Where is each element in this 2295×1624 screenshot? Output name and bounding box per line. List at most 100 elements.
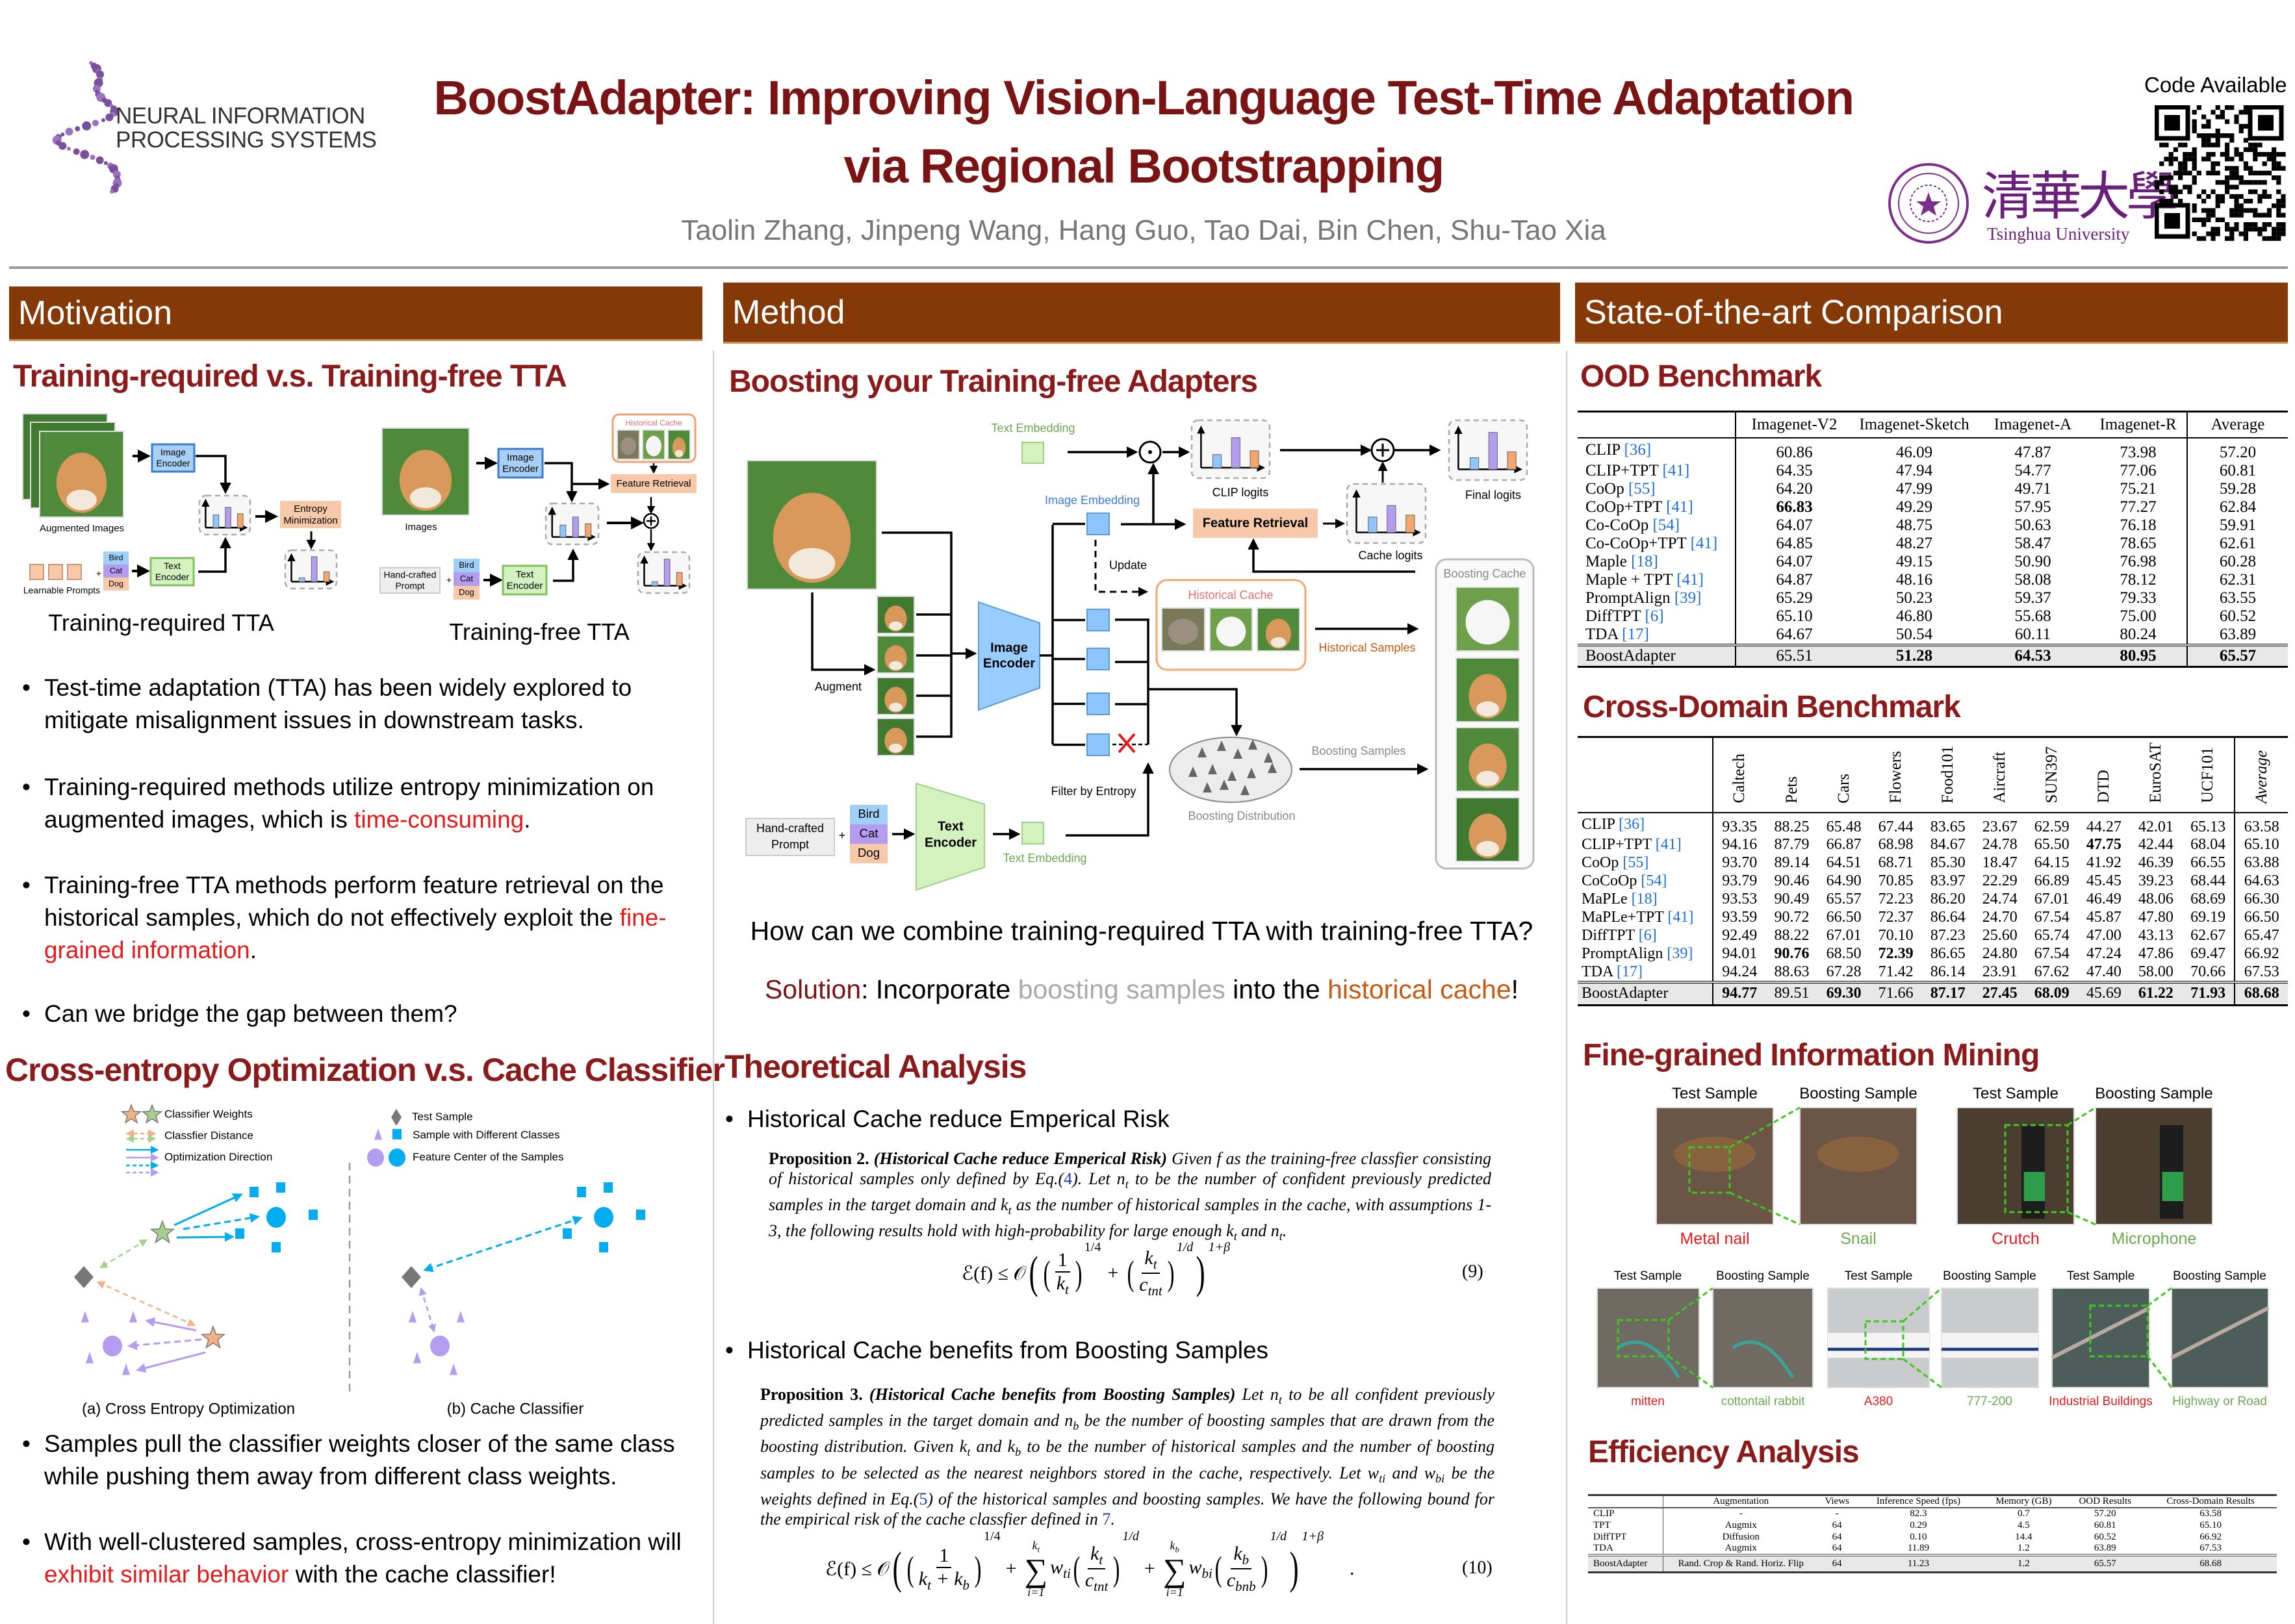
sample-triangle-icon (1203, 782, 1212, 793)
plus-icon (1376, 444, 1389, 457)
column-header: Memory (GB) (1995, 1496, 2052, 1506)
table-cell: 24.78 (1982, 836, 2018, 853)
citation-link[interactable]: [6] (1638, 927, 1657, 944)
citation-link[interactable]: [36] (1624, 440, 1652, 459)
feature-retrieval-label: Feature Retrieval (1203, 516, 1308, 530)
paren: ) (1112, 1549, 1120, 1588)
qr-module (2257, 142, 2263, 147)
qr-module (2192, 166, 2197, 171)
sum-symbol: ∑ (1162, 1552, 1186, 1589)
qr-module (2192, 231, 2197, 236)
citation-link[interactable]: [18] (1631, 891, 1658, 907)
qr-module (2257, 227, 2263, 232)
qr-module (2173, 189, 2178, 194)
citation-link[interactable]: [39] (1674, 589, 1702, 607)
theory-bullet: Historical Cache benefits from Boosting … (723, 1334, 1502, 1367)
citation-link[interactable]: [17] (1622, 625, 1649, 643)
road (2051, 1306, 2151, 1360)
citation-link[interactable]: [55] (1628, 479, 1656, 498)
qr-module (2168, 175, 2173, 181)
qr-module (2234, 212, 2239, 218)
zoom-region (2004, 1124, 2069, 1213)
column-header: Imagenet-A (1994, 415, 2072, 433)
logit-bar (651, 581, 658, 587)
qr-module (2215, 231, 2220, 236)
class-0 (103, 552, 129, 565)
citation-link[interactable]: [55] (1622, 854, 1649, 871)
method-name: CLIP+TPT (1585, 461, 1659, 479)
qr-module (2276, 236, 2281, 241)
method-name: CoCoOp (1582, 872, 1637, 889)
citation-link[interactable]: [39] (1667, 945, 1693, 962)
method-name: Co-CoOp (1585, 516, 1649, 534)
table-cell: 80.24 (2120, 625, 2157, 643)
citation-link[interactable]: [18] (1631, 552, 1658, 570)
test-sample-image (2051, 1288, 2150, 1388)
qr-module (2229, 184, 2235, 190)
qr-module (2276, 180, 2281, 185)
citation-link[interactable]: [41] (1667, 909, 1694, 926)
logits-chart (284, 549, 338, 590)
qr-module (2206, 133, 2211, 138)
boosting-cache-label: Boosting Cache (1443, 567, 1526, 580)
table-cell: 47.00 (2086, 927, 2122, 944)
sample-triangle-icon (413, 1352, 422, 1364)
encoder-label: Encoder (507, 581, 543, 592)
table-cell: 43.13 (2138, 927, 2173, 944)
augment-label: Augment (815, 680, 862, 693)
qr-module (2164, 157, 2169, 162)
citation-link[interactable]: [54] (1641, 872, 1667, 889)
encoder-label: Encoder (155, 572, 189, 582)
zoom-guide (2147, 1287, 2172, 1307)
qr-module (2262, 222, 2267, 227)
qr-module (2215, 133, 2220, 138)
citation-link[interactable]: [41] (1690, 534, 1718, 552)
citation-link[interactable]: [41] (1666, 498, 1693, 516)
augmented-images-label: Augmented Images (40, 523, 124, 534)
table-cell: 65.48 (1826, 818, 1862, 835)
table-cell: 86.64 (1930, 909, 1966, 926)
legend-label: Classifier Weights (164, 1108, 253, 1120)
qr-module (2257, 199, 2263, 204)
citation-link[interactable]: [41] (1662, 461, 1690, 479)
citation-link[interactable]: [36] (1619, 815, 1645, 833)
table-cell: 65.50 (2034, 836, 2070, 853)
qr-module (2192, 129, 2197, 134)
qr-module (2206, 138, 2211, 143)
citation-link[interactable]: [41] (1676, 570, 1704, 589)
qr-module (2272, 175, 2277, 181)
embedding-square (1086, 733, 1110, 756)
qr-module (2238, 180, 2244, 185)
citation-link[interactable]: [17] (1617, 963, 1643, 980)
table-cell: 14.4 (2015, 1531, 2032, 1542)
text-embedding-square (1021, 442, 1044, 464)
citation-link[interactable]: [41] (1655, 836, 1682, 853)
qr-code[interactable] (2155, 105, 2287, 242)
table-cell: 62.61 (2186, 534, 2288, 553)
qr-module (2248, 227, 2253, 232)
table-cell: 69.47 (2190, 945, 2226, 962)
exponent: 1/4 (1084, 1240, 1101, 1254)
equation-reference-link[interactable]: 4 (1064, 1169, 1073, 1188)
citation-link[interactable]: [6] (1645, 607, 1664, 625)
qr-module (2253, 152, 2258, 157)
citation-link[interactable]: [54] (1652, 516, 1680, 534)
embedding-square (1086, 692, 1110, 715)
qr-module (2215, 129, 2220, 134)
row-label: Co-CoOp [54] (1578, 516, 1736, 535)
table-cell: 47.99 (1895, 479, 1933, 498)
qr-module (2266, 212, 2272, 218)
qr-module (2253, 212, 2258, 218)
sample-square-icon (392, 1129, 402, 1139)
equation-reference-link[interactable]: 5 (919, 1489, 928, 1508)
table-cell: 50.90 (2014, 552, 2051, 570)
method-name: MaPLe+TPT (1582, 909, 1664, 926)
class-1 (103, 565, 129, 577)
stripe (1828, 1347, 1929, 1351)
equation-reference-link[interactable]: 7 (1102, 1509, 1111, 1529)
logit-bar (225, 507, 231, 528)
table-cell: 67.54 (2034, 909, 2070, 926)
table-cell: 68.98 (1878, 836, 1914, 853)
